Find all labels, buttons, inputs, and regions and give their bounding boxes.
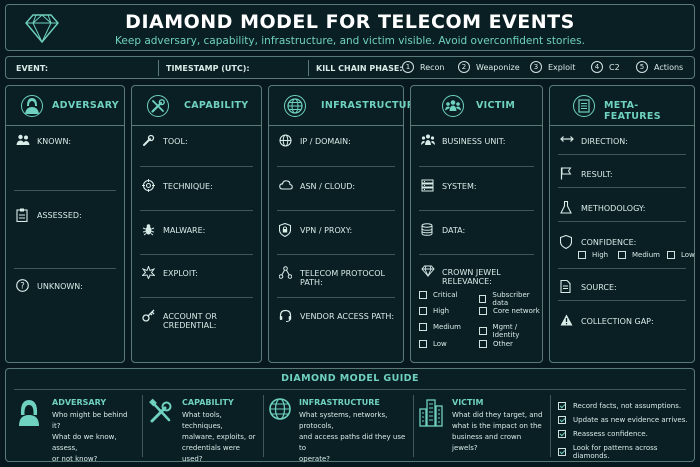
- event-bar: EVENT: TIMESTAMP (UTC): KILL CHAIN PHASE…: [5, 56, 695, 79]
- globe-icon: [284, 95, 306, 117]
- flag-icon: [560, 167, 572, 180]
- warning-icon: [560, 314, 573, 326]
- database-icon: [421, 223, 433, 236]
- adversary-title: ADVERSARY: [52, 100, 119, 111]
- header-panel: DIAMOND MODEL FOR TELECOM EVENTS Keep ad…: [5, 4, 695, 51]
- tools-icon: [147, 95, 169, 117]
- meta-features-panel: META-FEATURES DIRECTION: RESULT: METHODO…: [549, 85, 695, 363]
- tip-record-facts: Record facts, not assumptions.: [558, 402, 681, 410]
- relevance-other[interactable]: Other: [479, 340, 513, 348]
- relevance-low[interactable]: Low: [419, 340, 447, 348]
- tip-look-for-patterns: Look for patterns across diamonds.: [558, 444, 694, 460]
- guide-adversary: ADVERSARY Who might be behind it? What d…: [16, 393, 138, 463]
- relevance-medium[interactable]: Medium: [419, 323, 461, 331]
- page-title: DIAMOND MODEL FOR TELECOM EVENTS: [125, 11, 575, 33]
- adversary-panel: ADVERSARY KNOWN: ASSESSED: ? UNKNOWN:: [5, 85, 125, 363]
- clipboard-icon: [16, 208, 28, 222]
- guide-infrastructure: INFRASTRUCTURE What systems, networks, p…: [268, 393, 408, 463]
- document-icon: [560, 280, 571, 293]
- network-icon: [279, 266, 292, 279]
- people-icon: [16, 134, 30, 145]
- globe-icon: [269, 398, 291, 420]
- confidence-high[interactable]: High: [578, 251, 608, 259]
- buildings-icon: [419, 399, 443, 427]
- guide-title: DIAMOND MODEL GUIDE: [281, 373, 419, 384]
- timestamp-label: TIMESTAMP (UTC):: [166, 64, 250, 73]
- relevance-subscriber-data[interactable]: Subscriber data: [479, 291, 542, 307]
- target-icon: [142, 179, 155, 192]
- cloud-icon: [279, 180, 293, 190]
- capability-title: CAPABILITY: [184, 100, 249, 111]
- page-subtitle: Keep adversary, capability, infrastructu…: [115, 35, 585, 47]
- diamond-icon: [25, 14, 59, 44]
- hacker-icon: [19, 400, 39, 426]
- people-group-icon: [442, 95, 464, 117]
- list-icon: [573, 95, 595, 117]
- server-icon: [421, 179, 434, 192]
- headset-icon: [279, 309, 292, 322]
- event-label: EVENT:: [16, 64, 49, 73]
- meta-features-title: META-FEATURES: [604, 100, 661, 122]
- victim-panel: VICTIM BUSINESS UNIT: SYSTEM: DATA: CROW…: [410, 85, 543, 363]
- arrows-icon: [560, 136, 574, 142]
- tip-reassess-confidence: Reassess confidence.: [558, 430, 648, 438]
- guide-capability: CAPABILITY What tools, techniques, malwa…: [148, 393, 260, 463]
- infrastructure-panel: INFRASTRUCTURE IP / DOMAIN: ASN / CLOUD:…: [268, 85, 421, 363]
- diamond-small-icon: [421, 265, 435, 277]
- globe-small-icon: [279, 134, 292, 147]
- key-icon: [142, 309, 155, 322]
- flask-icon: [560, 201, 572, 214]
- relevance-critical[interactable]: Critical: [419, 291, 457, 299]
- svg-text:?: ?: [20, 282, 25, 292]
- guide-victim: VICTIM What did they target, and what is…: [418, 393, 546, 459]
- kill-chain-label: KILL CHAIN PHASE:: [316, 64, 403, 73]
- infrastructure-title: INFRASTRUCTURE: [321, 100, 422, 111]
- hacker-icon: [21, 95, 43, 117]
- relevance-high[interactable]: High: [419, 307, 449, 315]
- relevance-core-network[interactable]: Core network: [479, 307, 540, 315]
- bug-icon: [142, 224, 155, 236]
- confidence-medium[interactable]: Medium: [618, 251, 660, 259]
- burst-icon: [142, 266, 155, 279]
- guide-panel: DIAMOND MODEL GUIDE ADVERSARY Who might …: [5, 368, 695, 463]
- question-icon: ?: [16, 279, 29, 292]
- shield-icon: [560, 235, 572, 249]
- users-icon: [421, 134, 435, 145]
- victim-title: VICTIM: [476, 100, 516, 111]
- tools-icon: [149, 398, 172, 423]
- relevance-mgmt-identity[interactable]: Mgmt / Identity: [479, 323, 542, 339]
- lock-shield-icon: [279, 223, 291, 237]
- wrench-icon: [143, 134, 155, 146]
- confidence-low[interactable]: Low: [667, 251, 695, 259]
- capability-panel: CAPABILITY TOOL: TECHNIQUE: MALWARE: EXP…: [131, 85, 262, 363]
- tip-update-evidence: Update as new evidence arrives.: [558, 416, 688, 424]
